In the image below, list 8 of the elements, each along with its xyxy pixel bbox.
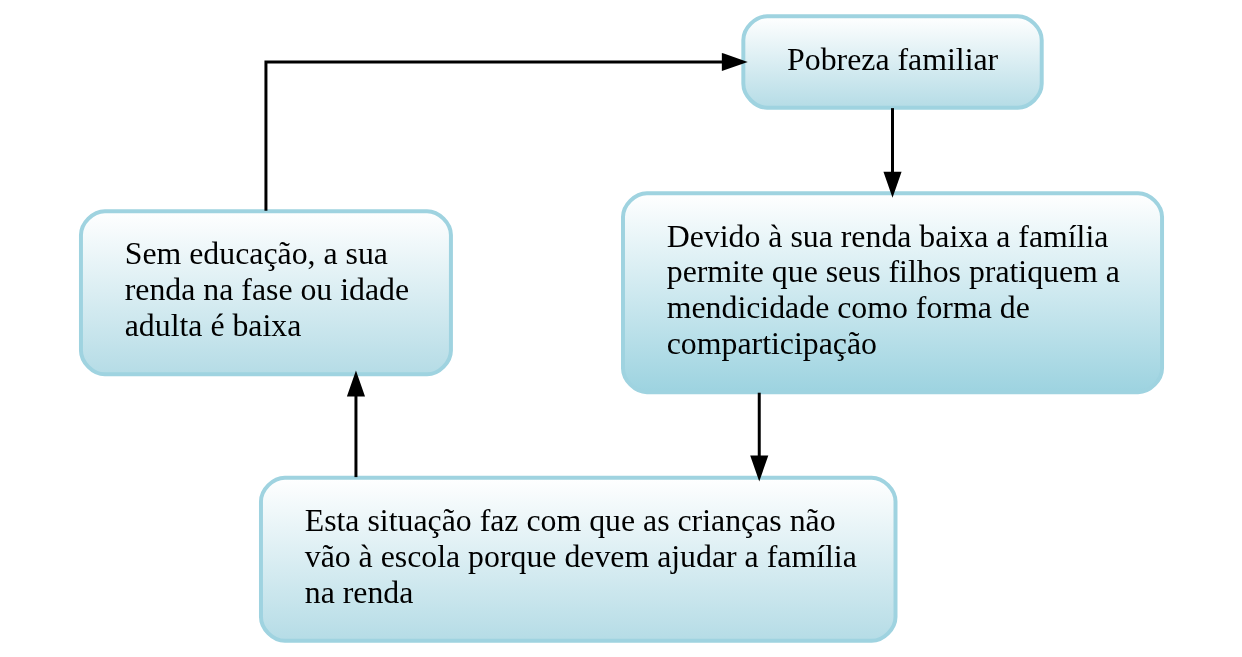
- arrow: [749, 392, 768, 482]
- node-box: Sem educação, a sua renda na fase ou idade adulta é baixa: [78, 209, 453, 377]
- arrow: [346, 370, 365, 478]
- arrow: [882, 108, 902, 198]
- arrow: [263, 52, 748, 211]
- node-box: Devido à sua renda baixa a família permite que seus filhos pratiquem a mendicidade como forma de comparticipação: [620, 191, 1164, 395]
- node-box: Pobreza familiar: [740, 14, 1044, 110]
- node-box: Esta situação faz com que as crianças não vão à escola porque devem ajudar a família na renda: [258, 475, 897, 643]
